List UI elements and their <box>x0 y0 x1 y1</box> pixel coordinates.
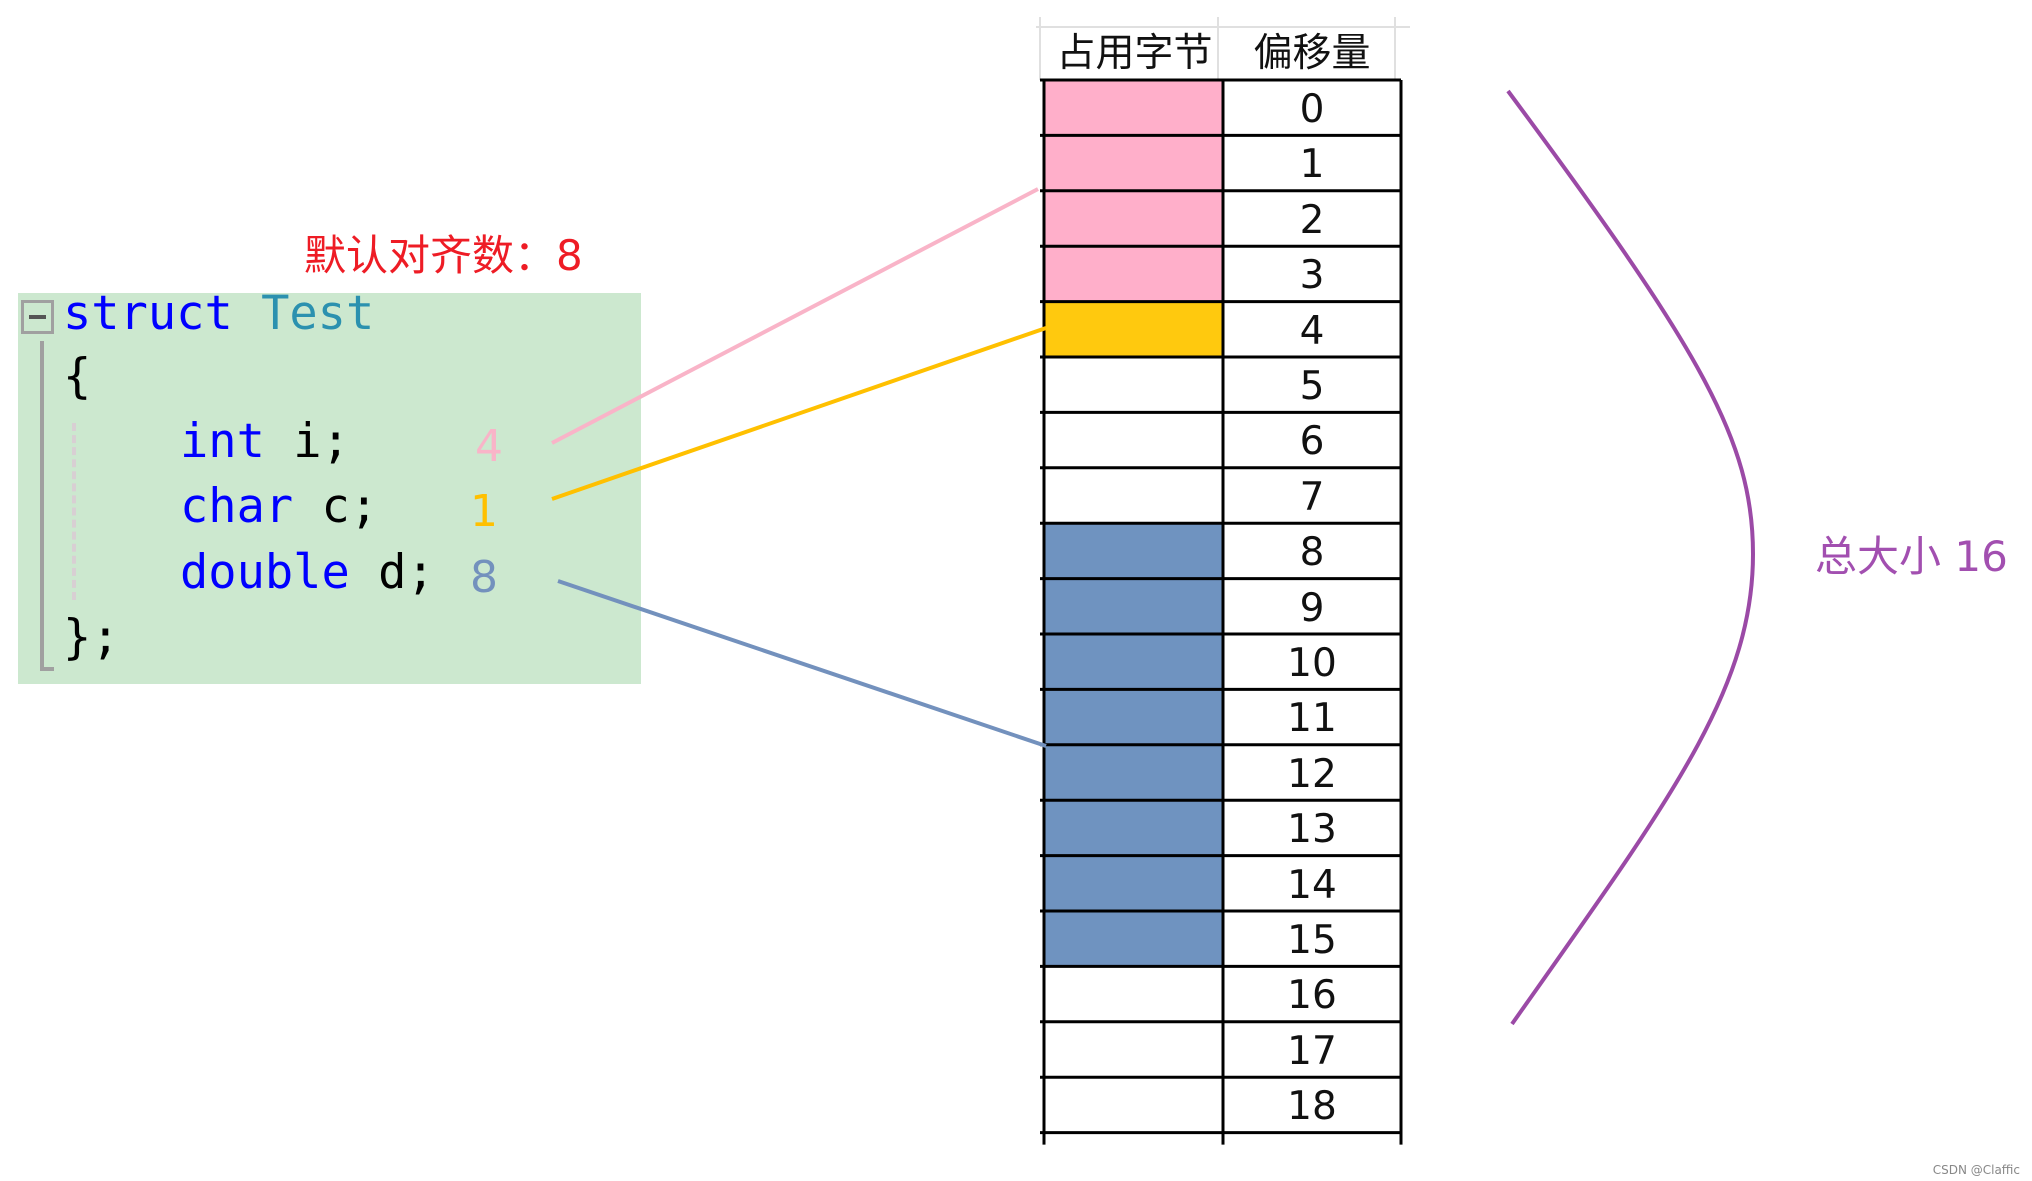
byte-cell-filled <box>1044 190 1223 247</box>
code-line-int: int i; <box>180 418 350 465</box>
offset-cell: 1 <box>1299 142 1325 188</box>
offset-cell: 17 <box>1287 1028 1337 1074</box>
offset-cell: 12 <box>1287 751 1337 797</box>
connector-char <box>551 326 1047 501</box>
code-editor-snippet <box>18 293 641 684</box>
offset-cell: 16 <box>1287 973 1337 1019</box>
member-type: char <box>180 479 294 534</box>
size-int: 4 <box>475 421 503 472</box>
connector-int <box>551 187 1039 445</box>
total-size-label: 总大小 16 <box>1815 532 2008 581</box>
byte-cell-filled <box>1044 634 1223 690</box>
fold-guide-end <box>40 667 54 671</box>
byte-cell-filled <box>1044 523 1223 579</box>
header-bytes: 占用字节 <box>1056 31 1213 76</box>
indent-guide <box>72 423 76 600</box>
code-line-double: double d; <box>180 549 435 596</box>
offset-cell: 4 <box>1299 308 1325 354</box>
offset-cell: 6 <box>1299 419 1325 465</box>
keyword-struct: struct <box>63 286 233 341</box>
byte-cell-filled <box>1044 855 1223 911</box>
header-offset: 偏移量 <box>1253 31 1371 76</box>
byte-cell-filled <box>1044 744 1223 801</box>
member-name: d; <box>378 545 435 600</box>
byte-cell-filled <box>1044 800 1223 856</box>
offset-cell: 0 <box>1299 87 1325 132</box>
size-char: 1 <box>470 486 498 537</box>
member-type: int <box>180 414 265 469</box>
offset-cell: 9 <box>1299 585 1325 631</box>
watermark: CSDN @Claffic <box>1932 1163 2020 1177</box>
offset-cell: 14 <box>1287 862 1337 908</box>
offset-cell: 2 <box>1299 197 1325 243</box>
default-alignment-label: 默认对齐数：8 <box>304 231 583 280</box>
collapse-icon[interactable] <box>21 300 54 334</box>
code-line-char: char c; <box>180 483 378 530</box>
byte-cell-filled <box>1044 301 1223 357</box>
member-name: c; <box>321 479 379 534</box>
byte-cell-filled <box>1044 246 1223 302</box>
size-double: 8 <box>470 552 498 603</box>
offset-cell: 8 <box>1299 530 1325 576</box>
close-brace: }; <box>63 610 120 665</box>
byte-cell-filled <box>1044 911 1223 967</box>
code-line-struct: struct Test <box>63 290 374 337</box>
offset-cell: 11 <box>1287 696 1337 742</box>
byte-cell-filled <box>1044 689 1223 745</box>
byte-cell-filled <box>1044 135 1223 191</box>
offset-cell: 5 <box>1299 364 1325 409</box>
offset-cell: 15 <box>1287 918 1337 963</box>
offset-cell: 18 <box>1287 1084 1337 1130</box>
offset-cell: 13 <box>1287 807 1337 853</box>
fold-guide-line <box>40 341 44 671</box>
offset-cell: 3 <box>1299 253 1325 299</box>
open-brace: { <box>63 349 92 404</box>
type-name: Test <box>261 286 375 341</box>
total-size-brace <box>1506 89 1756 1026</box>
offset-cell: 10 <box>1287 641 1337 686</box>
byte-cell-filled <box>1044 578 1223 634</box>
byte-cell-filled <box>1044 80 1223 136</box>
member-name: i; <box>293 414 350 469</box>
connector-double <box>557 579 1047 748</box>
member-type: double <box>180 545 350 600</box>
offset-cell: 7 <box>1299 474 1325 520</box>
